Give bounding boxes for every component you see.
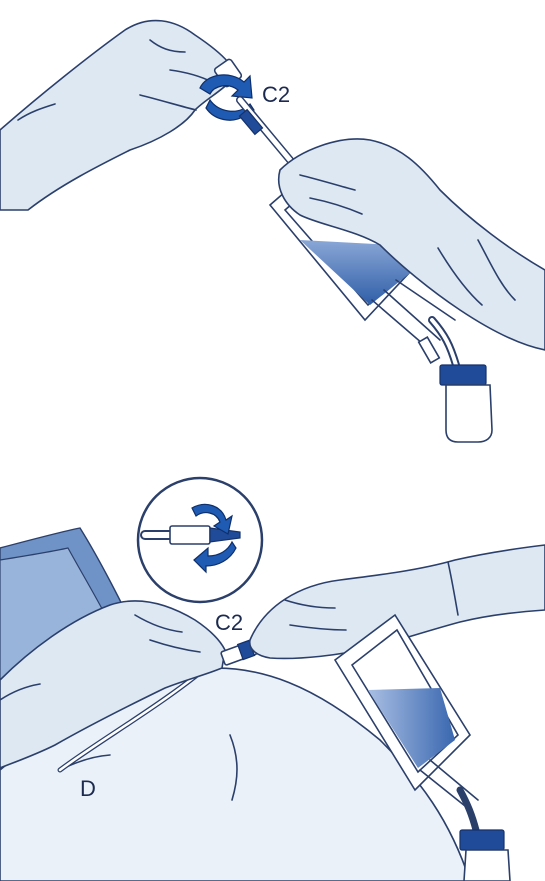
rotation-detail-inset [138,478,262,602]
catheter-label: D [80,776,96,801]
left-gloved-hand-top [0,21,232,210]
collection-bottle-top [440,365,492,442]
connector-label-top: C2 [262,82,290,107]
step-bottom-panel: D C2 [0,478,545,881]
connector-tube-top [239,100,290,160]
collection-bottle-bottom [460,790,510,881]
step-top-panel: C2 [0,21,545,442]
connector-label-bottom: C2 [215,610,243,635]
